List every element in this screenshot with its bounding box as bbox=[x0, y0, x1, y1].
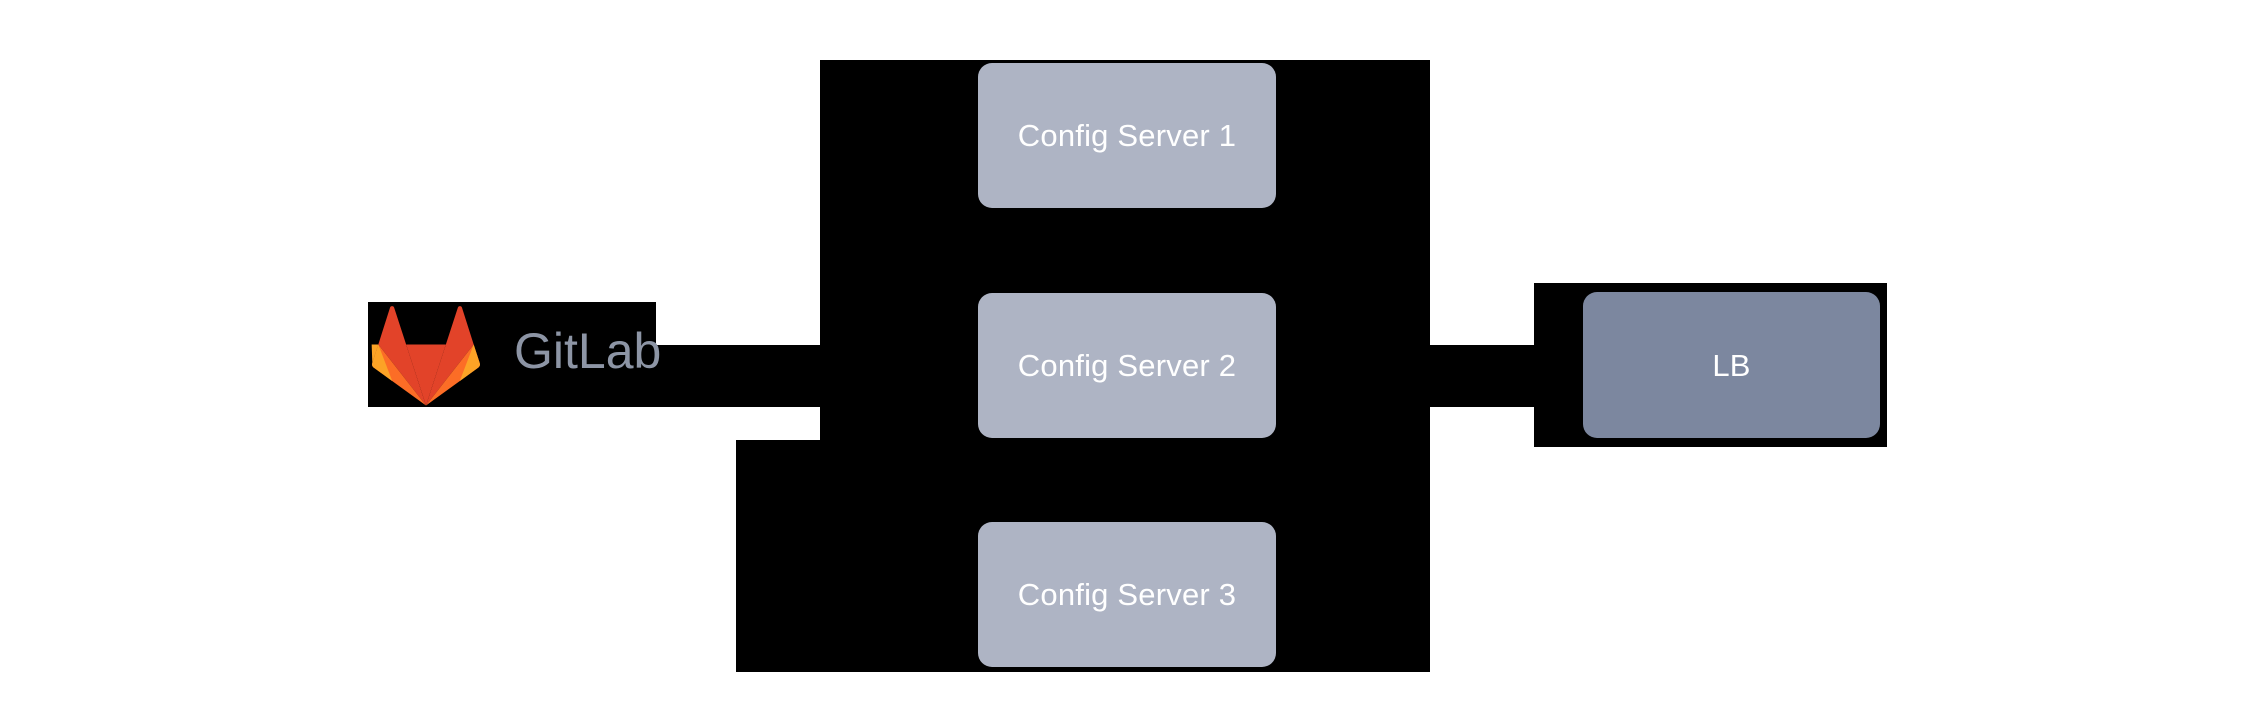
node-lb[interactable]: LB bbox=[1583, 292, 1880, 438]
gitlab-wordmark-label: GitLab bbox=[514, 323, 662, 379]
node-label-config-server-3: Config Server 3 bbox=[1017, 577, 1237, 612]
node-config-server-1[interactable]: Config Server 1 bbox=[978, 63, 1276, 208]
node-label-config-server-2: Config Server 2 bbox=[1017, 348, 1237, 383]
connector-config-to-lb bbox=[1424, 345, 1534, 407]
node-label-config-server-1: Config Server 1 bbox=[1017, 118, 1237, 153]
connector-gitlab-to-config-upper bbox=[655, 345, 830, 407]
node-gitlab[interactable]: GitLab bbox=[368, 302, 662, 406]
connector-block-lower-left bbox=[736, 440, 826, 672]
gitlab-tanuki-logo-icon bbox=[368, 302, 484, 406]
node-config-server-3[interactable]: Config Server 3 bbox=[978, 522, 1276, 667]
node-config-server-2[interactable]: Config Server 2 bbox=[978, 293, 1276, 438]
node-label-lb: LB bbox=[1712, 347, 1751, 383]
